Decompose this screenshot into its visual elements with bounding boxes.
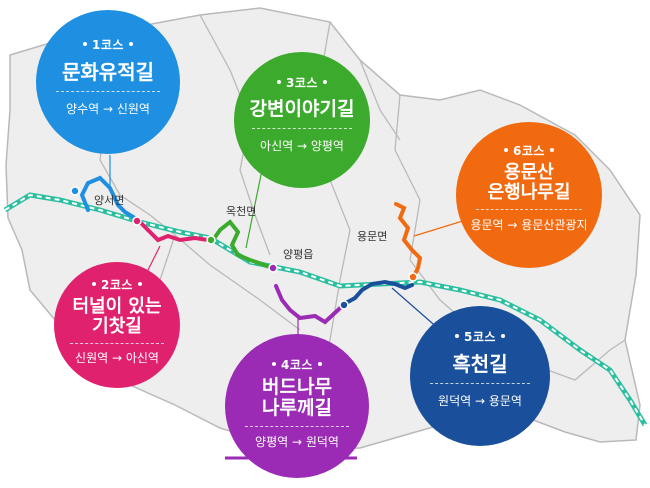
course5-number: 5코스 bbox=[410, 328, 550, 345]
course5-route bbox=[342, 279, 414, 306]
place-label-yangpyeong: 양평읍 bbox=[283, 248, 314, 261]
course1-route bbox=[79, 175, 140, 222]
course2-route-text: 신원역 → 아신역 bbox=[75, 351, 159, 366]
course4-route bbox=[274, 284, 346, 325]
course3-route-text: 아신역 → 양평역 bbox=[260, 139, 344, 154]
course4-number: 4코스 bbox=[225, 356, 369, 373]
course5-badge[interactable]: 5코스 흑천길 원덕역 → 용문역 bbox=[410, 306, 550, 446]
place-label-okcheon: 옥천면 bbox=[226, 205, 257, 218]
course3-title: 강변이야기길 bbox=[249, 98, 355, 120]
leader-lines bbox=[109, 155, 467, 340]
course5-route-text: 원덕역 → 용문역 bbox=[438, 394, 522, 409]
course5-title: 흑천길 bbox=[452, 352, 508, 376]
course4-route-text: 양평역 → 원덕역 bbox=[255, 434, 339, 449]
course2-route bbox=[136, 218, 210, 243]
place-label-yongmun: 용문면 bbox=[357, 230, 388, 243]
course6-number: 6코스 bbox=[456, 142, 602, 159]
course3-route bbox=[211, 219, 274, 270]
railway-line bbox=[3, 192, 648, 427]
course3-badge[interactable]: 3코스 강변이야기길 아신역 → 양평역 bbox=[234, 52, 370, 188]
place-label-yangseo: 양서면 bbox=[94, 194, 125, 207]
course6-route-text: 용문역 → 용문산관광지 bbox=[470, 218, 588, 233]
course1-route-text: 양수역 → 신원역 bbox=[66, 102, 150, 117]
station-markers bbox=[70, 186, 418, 310]
course6-route bbox=[394, 202, 423, 278]
course3-number: 3코스 bbox=[234, 74, 370, 91]
course1-number: 1코스 bbox=[36, 36, 180, 53]
course1-badge[interactable]: 1코스 문화유적길 양수역 → 신원역 bbox=[36, 10, 180, 154]
course1-title: 문화유적길 bbox=[62, 60, 154, 84]
course2-number: 2코스 bbox=[54, 276, 180, 293]
